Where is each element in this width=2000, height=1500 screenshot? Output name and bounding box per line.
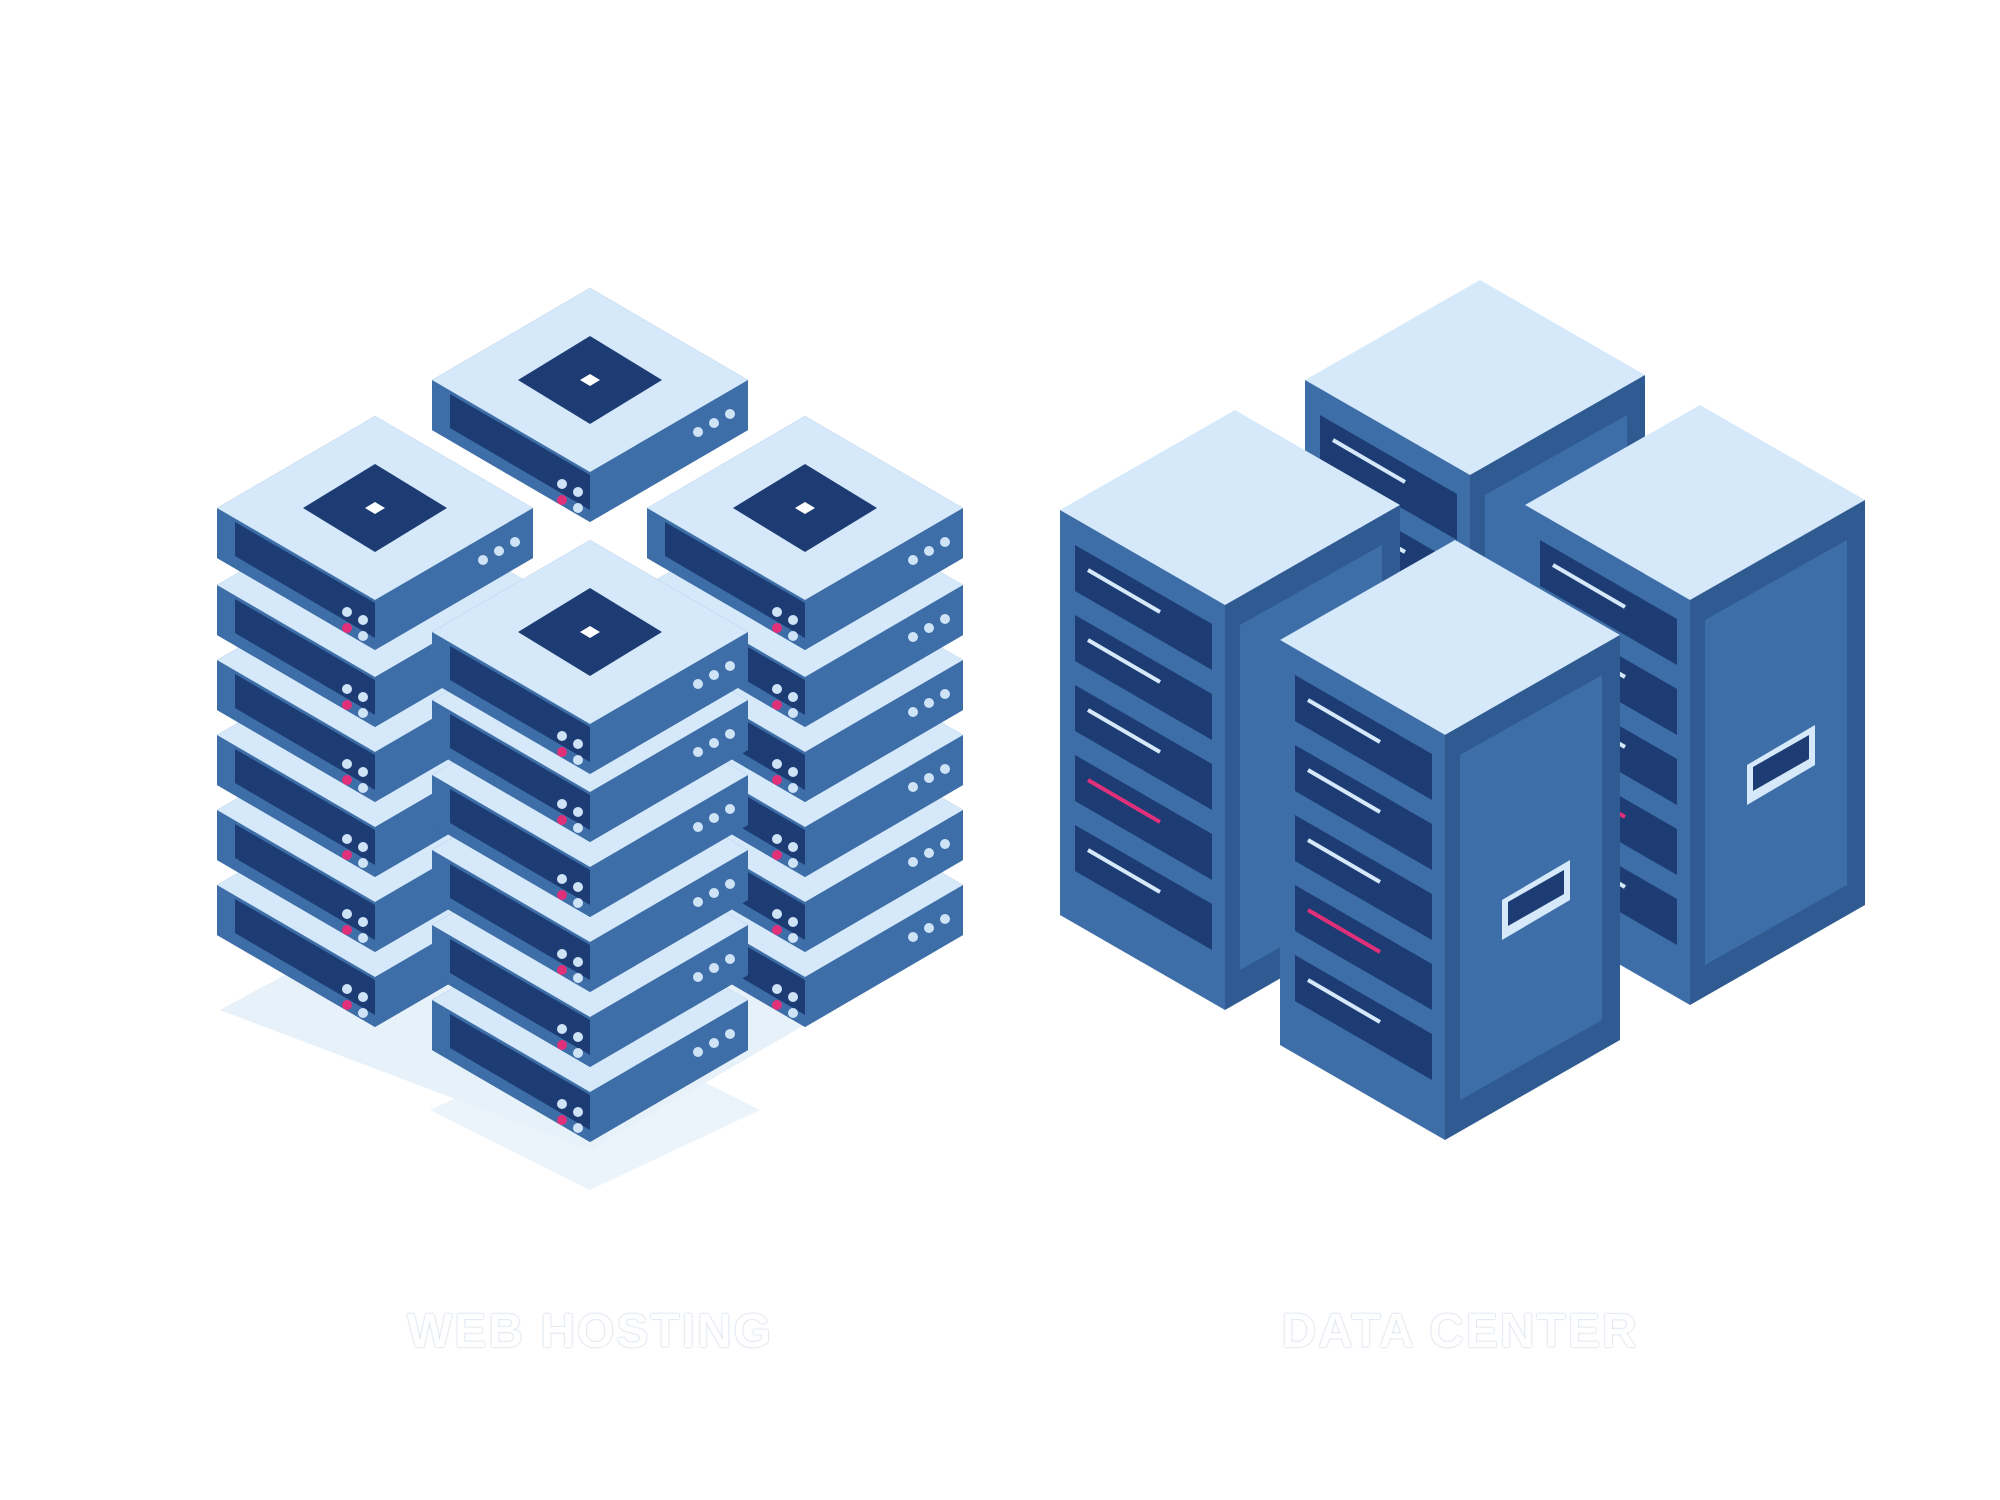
web-hosting-caption: WEB HOSTING: [407, 1305, 773, 1358]
data-center-racks: [1058, 278, 1867, 1142]
data-center-caption: DATA CENTER: [1281, 1305, 1639, 1358]
web-hosting-server-stacks: [217, 288, 963, 1190]
